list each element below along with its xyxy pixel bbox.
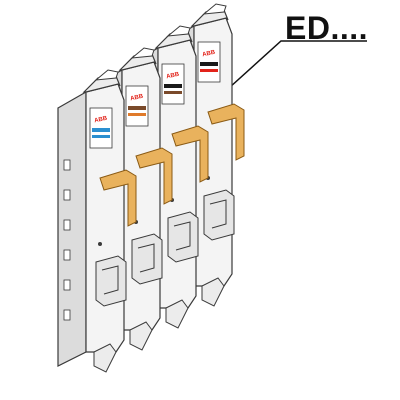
color-stripe-2 — [128, 113, 146, 116]
terminal-block — [95, 255, 127, 307]
handle — [207, 103, 245, 161]
module-top-hook — [202, 3, 227, 15]
color-stripe-1 — [128, 106, 146, 110]
abb-logo: ABB — [202, 50, 217, 59]
callout-label: ED.... — [285, 10, 369, 46]
module-1: ABB — [57, 69, 137, 373]
side-slot — [63, 249, 71, 261]
terminal-block — [203, 189, 235, 241]
color-stripe-2 — [200, 69, 218, 72]
terminal-block — [131, 233, 163, 285]
module-top-hook — [130, 47, 155, 59]
handle — [171, 125, 209, 183]
terminal-clamp — [209, 199, 227, 229]
color-stripe-2 — [92, 135, 110, 138]
color-stripe-1 — [164, 84, 182, 88]
module-top-hook — [166, 25, 191, 37]
handle — [99, 169, 137, 227]
terminal-screw — [98, 242, 102, 246]
terminal-block — [167, 211, 199, 263]
color-stripe-2 — [164, 91, 182, 94]
callout-leader-line — [218, 40, 367, 98]
abb-logo: ABB — [94, 116, 109, 125]
module-top-hook — [94, 69, 119, 81]
side-slot — [63, 279, 71, 291]
side-slot — [63, 309, 71, 321]
module-side-face — [57, 90, 87, 367]
terminal-clamp — [173, 221, 191, 251]
module-bottom-foot — [129, 321, 153, 351]
abb-logo: ABB — [130, 94, 145, 103]
handle — [135, 147, 173, 205]
side-slot — [63, 159, 71, 171]
module-bottom-foot — [165, 299, 189, 329]
side-slot — [63, 219, 71, 231]
terminal-clamp — [137, 243, 155, 273]
module-bottom-foot — [201, 277, 225, 307]
module-bottom-foot — [93, 343, 117, 373]
terminal-clamp — [101, 265, 119, 295]
abb-logo: ABB — [166, 72, 181, 81]
side-slot — [63, 189, 71, 201]
color-stripe-1 — [200, 62, 218, 66]
color-stripe-1 — [92, 128, 110, 132]
